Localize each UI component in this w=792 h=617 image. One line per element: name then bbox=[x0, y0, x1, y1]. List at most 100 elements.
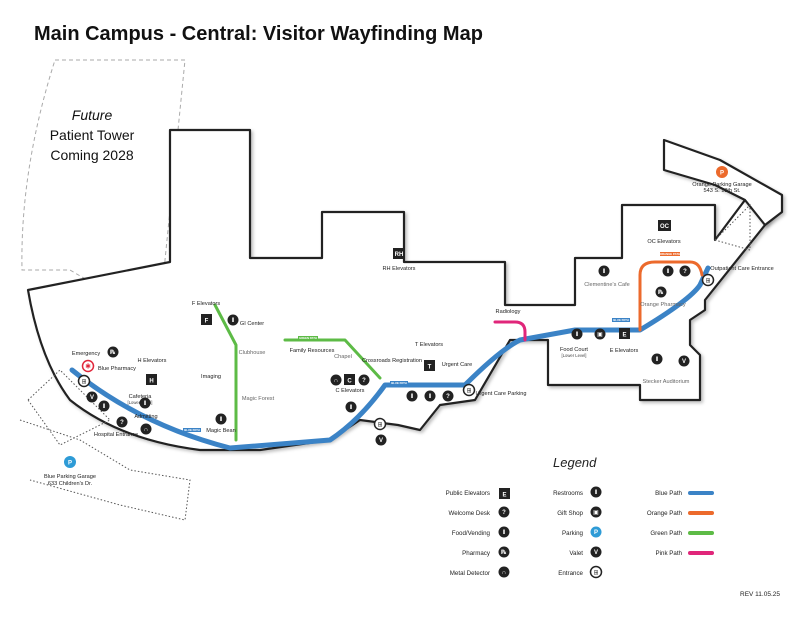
svg-text:T: T bbox=[428, 365, 432, 371]
svg-text:RH: RH bbox=[395, 252, 404, 258]
svg-text:⊞: ⊞ bbox=[81, 380, 86, 386]
legend-restrooms: Restrooms bbox=[553, 490, 583, 497]
metal-detector-icon: ∩ bbox=[330, 374, 342, 386]
restroom-icon: ǁ bbox=[662, 265, 674, 277]
legend-entrance-icon: ⊞ bbox=[589, 565, 603, 579]
blue-path bbox=[69, 265, 711, 451]
legend: Legend Public Elevators E Welcome Desk ?… bbox=[446, 455, 714, 579]
entrance-icon: ⊞ bbox=[462, 383, 476, 397]
valet-icon: V bbox=[375, 434, 387, 446]
entrance-icon: ⊞ bbox=[373, 417, 387, 431]
svg-text:BLUE PATH: BLUE PATH bbox=[184, 428, 200, 432]
svg-text:ǁ: ǁ bbox=[220, 417, 223, 423]
outdoor-dotted-areas bbox=[19, 203, 751, 521]
svg-text:ǁ: ǁ bbox=[603, 269, 606, 275]
svg-text:?: ? bbox=[120, 420, 124, 426]
label-chapel: Chapel bbox=[334, 354, 352, 360]
label-crossroads: Crossroads Registration bbox=[362, 358, 422, 364]
label-food-court-level: [Lower Level] bbox=[562, 353, 587, 358]
valet-icon: V bbox=[678, 355, 690, 367]
map-title: Main Campus - Central: Visitor Wayfindin… bbox=[34, 23, 483, 45]
blue-parking-icon: P bbox=[64, 456, 76, 468]
legend-food-icon: ǁ bbox=[498, 526, 510, 538]
restroom-icon: ǁ bbox=[424, 390, 436, 402]
green-path-forest bbox=[213, 303, 238, 442]
rh-elevator-icon: RH bbox=[393, 248, 405, 259]
svg-text:P: P bbox=[720, 171, 724, 177]
legend-parking-icon: P bbox=[590, 526, 602, 538]
svg-text:⊞: ⊞ bbox=[705, 279, 710, 285]
svg-text:BLUE PATH: BLUE PATH bbox=[391, 381, 407, 385]
restroom-icon: ǁ bbox=[227, 314, 239, 326]
food-icon: ǁ bbox=[598, 265, 610, 277]
label-magic-bean: Magic Bean bbox=[206, 428, 236, 434]
welcome-desk-icon: ? bbox=[442, 390, 454, 402]
svg-text:C: C bbox=[347, 379, 352, 385]
legend-pharmacy-icon: ℞ bbox=[498, 546, 510, 558]
c-elevator-icon: C bbox=[344, 374, 355, 385]
label-emergency: Emergency bbox=[72, 351, 100, 357]
svg-text:H: H bbox=[149, 379, 153, 385]
label-outpatient-entrance: Outpatient Care Entrance bbox=[710, 266, 773, 272]
label-oc-elevators: OC Elevators bbox=[647, 239, 680, 245]
svg-text:℞: ℞ bbox=[658, 289, 663, 296]
legend-pharmacy: Pharmacy bbox=[462, 550, 491, 557]
svg-text:∩: ∩ bbox=[502, 570, 506, 576]
map-icons: ✱ ℞ H ⊞ V ǁ ǁ ? ∩ P F ǁ ǁ ∩ C ? ǁ ⊞ V RH… bbox=[64, 166, 728, 468]
legend-valet-icon: V bbox=[590, 546, 602, 558]
orange-path-tag: ORANGE PATH bbox=[660, 252, 680, 256]
legend-elevator-icon: E bbox=[499, 488, 510, 499]
legend-restroom-icon: ǁ bbox=[590, 486, 602, 498]
welcome-desk-icon: ? bbox=[116, 416, 128, 428]
svg-text:ǁ: ǁ bbox=[595, 490, 598, 496]
legend-pink-path: Pink Path bbox=[656, 550, 683, 557]
legend-question-icon: ? bbox=[498, 506, 510, 518]
label-admitting: Admitting bbox=[134, 414, 157, 420]
svg-text:OC: OC bbox=[660, 224, 670, 230]
label-rh-elevators: RH Elevators bbox=[383, 266, 416, 272]
label-urgent-care-parking: Urgent Care Parking bbox=[476, 391, 527, 397]
revision-label: REV 11.05.25 bbox=[740, 591, 780, 598]
svg-text:ǁ: ǁ bbox=[232, 318, 235, 324]
legend-valet: Valet bbox=[569, 550, 583, 557]
svg-text:▣: ▣ bbox=[593, 510, 599, 516]
svg-text:ǁ: ǁ bbox=[411, 394, 414, 400]
restroom-icon: ǁ bbox=[345, 401, 357, 413]
orange-path bbox=[638, 260, 704, 332]
svg-text:⊞: ⊞ bbox=[377, 423, 382, 429]
f-elevator-icon: F bbox=[201, 314, 212, 325]
label-blue-pharmacy: Blue Pharmacy bbox=[98, 366, 136, 372]
svg-text:∩: ∩ bbox=[144, 427, 148, 433]
label-h-elevators: H Elevators bbox=[138, 358, 167, 364]
path-tags: BLUE PATH BLUE PATH BLUE PATH ORANGE PAT… bbox=[183, 252, 680, 432]
blue-path-tag: BLUE PATH bbox=[612, 318, 630, 322]
food-icon: ǁ bbox=[139, 397, 151, 409]
label-orange-parking-garage: Orange Parking Garage bbox=[692, 182, 751, 188]
food-icon: ǁ bbox=[651, 353, 663, 365]
green-path-tag: GREEN PATH bbox=[298, 336, 318, 340]
svg-text:ǁ: ǁ bbox=[144, 401, 147, 407]
label-cafeteria: Cafeteria bbox=[129, 394, 153, 400]
coming-label: Coming 2028 bbox=[50, 147, 133, 163]
label-e-elevators: E Elevators bbox=[610, 348, 639, 354]
svg-text:E: E bbox=[622, 333, 626, 339]
t-elevator-icon: T bbox=[424, 360, 435, 371]
pharmacy-icon: ℞ bbox=[107, 346, 119, 358]
welcome-desk-icon: ? bbox=[679, 265, 691, 277]
label-food-court: Food Court bbox=[560, 347, 588, 353]
label-gi-center: GI Center bbox=[240, 321, 264, 327]
label-clubhouse: Clubhouse bbox=[239, 350, 266, 356]
legend-title: Legend bbox=[553, 455, 597, 470]
metal-detector-icon: ∩ bbox=[140, 423, 152, 435]
label-family-resources: Family Resources bbox=[290, 348, 335, 354]
svg-text:?: ? bbox=[683, 269, 687, 275]
label-f-elevators: F Elevators bbox=[192, 301, 220, 307]
legend-public-elevators: Public Elevators bbox=[446, 490, 490, 497]
legend-gift-icon: ▣ bbox=[590, 506, 602, 518]
legend-orange-path: Orange Path bbox=[647, 510, 683, 517]
welcome-desk-icon: ? bbox=[358, 374, 370, 386]
future-label: Future bbox=[72, 107, 113, 123]
svg-text:⊞: ⊞ bbox=[593, 571, 598, 577]
food-icon: ǁ bbox=[406, 390, 418, 402]
